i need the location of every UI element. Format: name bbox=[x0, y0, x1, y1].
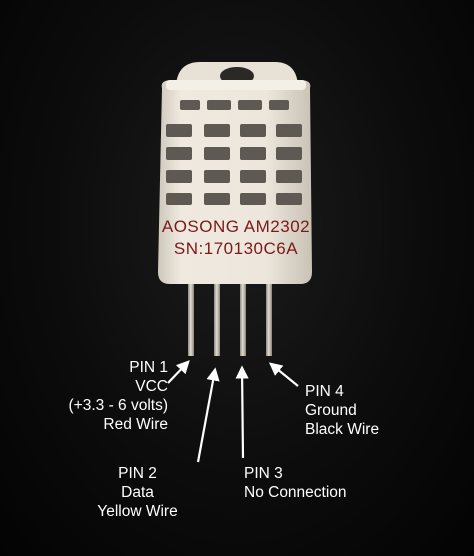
pin-4-arrow bbox=[268, 362, 299, 387]
pin-2-label: PIN 2 Data Yellow Wire bbox=[90, 464, 185, 521]
pin-4-title: PIN 4 bbox=[305, 383, 344, 400]
sensor-serial-text: SN:170130C6A bbox=[174, 239, 298, 258]
pin-3-arrow bbox=[235, 365, 249, 459]
pin-2-wire: Yellow Wire bbox=[97, 503, 178, 520]
callout-arrows bbox=[167, 360, 299, 463]
pin-2-title: PIN 2 bbox=[118, 465, 157, 482]
pin-4-label: PIN 4 Ground Black Wire bbox=[305, 382, 379, 439]
pin-1-label: PIN 1 VCC (+3.3 - 6 volts) Red Wire bbox=[69, 358, 169, 434]
sensor-housing bbox=[158, 80, 312, 284]
pin-4-function: Ground bbox=[305, 402, 357, 419]
pin-1-title: PIN 1 bbox=[129, 359, 168, 376]
pin-1-arrow bbox=[167, 360, 190, 384]
pin-4-lead bbox=[266, 278, 272, 356]
pin-1-voltage: (+3.3 - 6 volts) bbox=[68, 397, 169, 414]
sensor-pins bbox=[188, 278, 272, 356]
sensor-vent-grid bbox=[166, 100, 302, 205]
pin-3-label: PIN 3 No Connection bbox=[244, 464, 347, 502]
pin-4-wire: Black Wire bbox=[305, 421, 380, 438]
pin-3-lead bbox=[240, 278, 246, 356]
pin-3-title: PIN 3 bbox=[244, 465, 283, 482]
pin-2-function: Data bbox=[121, 484, 154, 501]
housing-top-edge bbox=[166, 80, 306, 90]
pin-3-function: No Connection bbox=[244, 484, 347, 501]
sensor-brand-text: AOSONG AM2302 bbox=[162, 217, 310, 236]
pin-1-lead bbox=[188, 278, 194, 356]
pin-2-arrow bbox=[196, 367, 220, 463]
pin-2-lead bbox=[214, 278, 220, 356]
pin-1-wire: Red Wire bbox=[103, 416, 168, 433]
pin-1-function: VCC bbox=[135, 378, 168, 395]
